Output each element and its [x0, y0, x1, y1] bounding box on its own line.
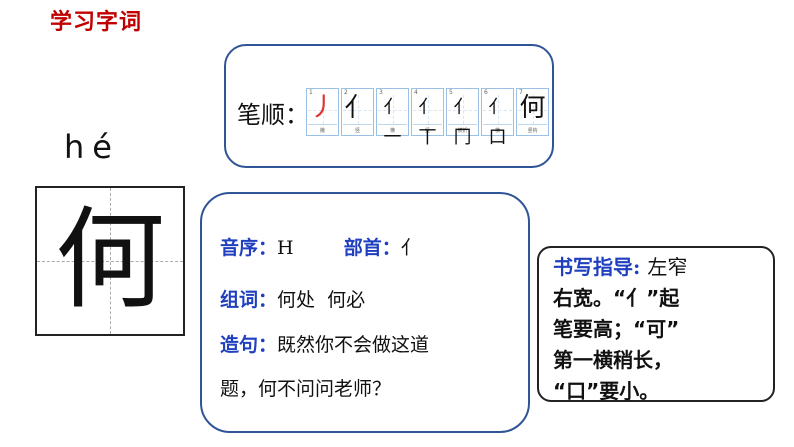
stroke-step-number: 5 [449, 89, 453, 96]
guide-line-2: 右宽。“亻”起 [553, 286, 680, 310]
stroke-step-glyph: 亻一 [383, 97, 402, 148]
stroke-step-number: 6 [484, 89, 488, 96]
sentence-value-2: 题，何不问问老师？ [220, 378, 392, 400]
stroke-step-name: 竖钩 [527, 128, 538, 134]
stroke-step-number: 1 [309, 89, 313, 96]
character-grid: 何 [35, 186, 185, 336]
stroke-step: 5 亻冂 横折 [446, 88, 479, 148]
info-sequence-radical-line: 音序：H 部首：亻 [220, 237, 420, 259]
radical-label: 部首 [343, 237, 382, 259]
stroke-order-panel [224, 44, 554, 168]
stroke-step: 1 丿 撇 [306, 88, 339, 136]
stroke-order-steps: 1 丿 撇 2 亻 竖 3 亻一 横 4 亻丅 竖 5 亻冂 横折 6 亻口 横… [306, 88, 549, 148]
stroke-step-name: 撇 [319, 128, 325, 134]
stroke-step-name: 横 [389, 128, 395, 134]
stroke-step-number: 4 [414, 89, 418, 96]
stroke-step-glyph: 何 [519, 93, 546, 123]
stroke-step-number: 3 [379, 89, 383, 96]
stroke-step-number: 7 [519, 89, 523, 96]
info-words-line: 组词：何处 何必 [220, 289, 366, 311]
stroke-step-name: 竖 [354, 128, 360, 134]
stroke-step-glyph: 亻丅 [418, 97, 437, 148]
stroke-step: 2 亻 竖 [341, 88, 374, 136]
stroke-order-label: 笔顺： [237, 101, 309, 129]
radical-value: 亻 [400, 237, 420, 259]
stroke-step-name: 横折 [457, 128, 468, 134]
stroke-step-name: 竖 [424, 128, 430, 134]
stroke-step: 6 亻口 横 [481, 88, 514, 148]
character: 何 [55, 196, 165, 324]
stroke-step-glyph: 亻 [344, 93, 371, 123]
guide-line1-rest: 左窄 [647, 255, 688, 279]
stroke-step-number: 2 [344, 89, 348, 96]
info-sentence-line: 造句：既然你不会做这道 [220, 334, 430, 356]
stroke-step-glyph: 丿 [309, 93, 336, 123]
sentence-label: 造句 [220, 334, 259, 356]
guide-line-1: 书写指导: 左窄 [553, 251, 687, 280]
stroke-step: 3 亻一 横 [376, 88, 409, 148]
words-label: 组词 [220, 289, 259, 311]
writing-guide-panel [537, 246, 775, 402]
info-panel [200, 192, 530, 433]
guide-line-3: 笔要高；“可” [553, 317, 680, 341]
stroke-step: 7 何 竖钩 [516, 88, 549, 136]
stroke-step-glyph: 亻冂 [453, 97, 472, 148]
guide-line-4: 第一横稍长， [553, 348, 673, 372]
stroke-step-glyph: 亻口 [488, 97, 507, 148]
sequence-label: 音序 [220, 237, 259, 259]
sequence-value: H [277, 237, 294, 259]
page-title: 学习字词 [50, 10, 143, 35]
stroke-step: 4 亻丅 竖 [411, 88, 444, 148]
pinyin: hé [64, 128, 120, 166]
guide-label: 书写指导: [553, 255, 641, 279]
words-value: 何处 何必 [277, 289, 366, 311]
guide-line-5: “口”要小。 [553, 379, 660, 403]
stroke-step-name: 横 [494, 128, 500, 134]
sentence-value-1: 既然你不会做这道 [277, 334, 430, 356]
